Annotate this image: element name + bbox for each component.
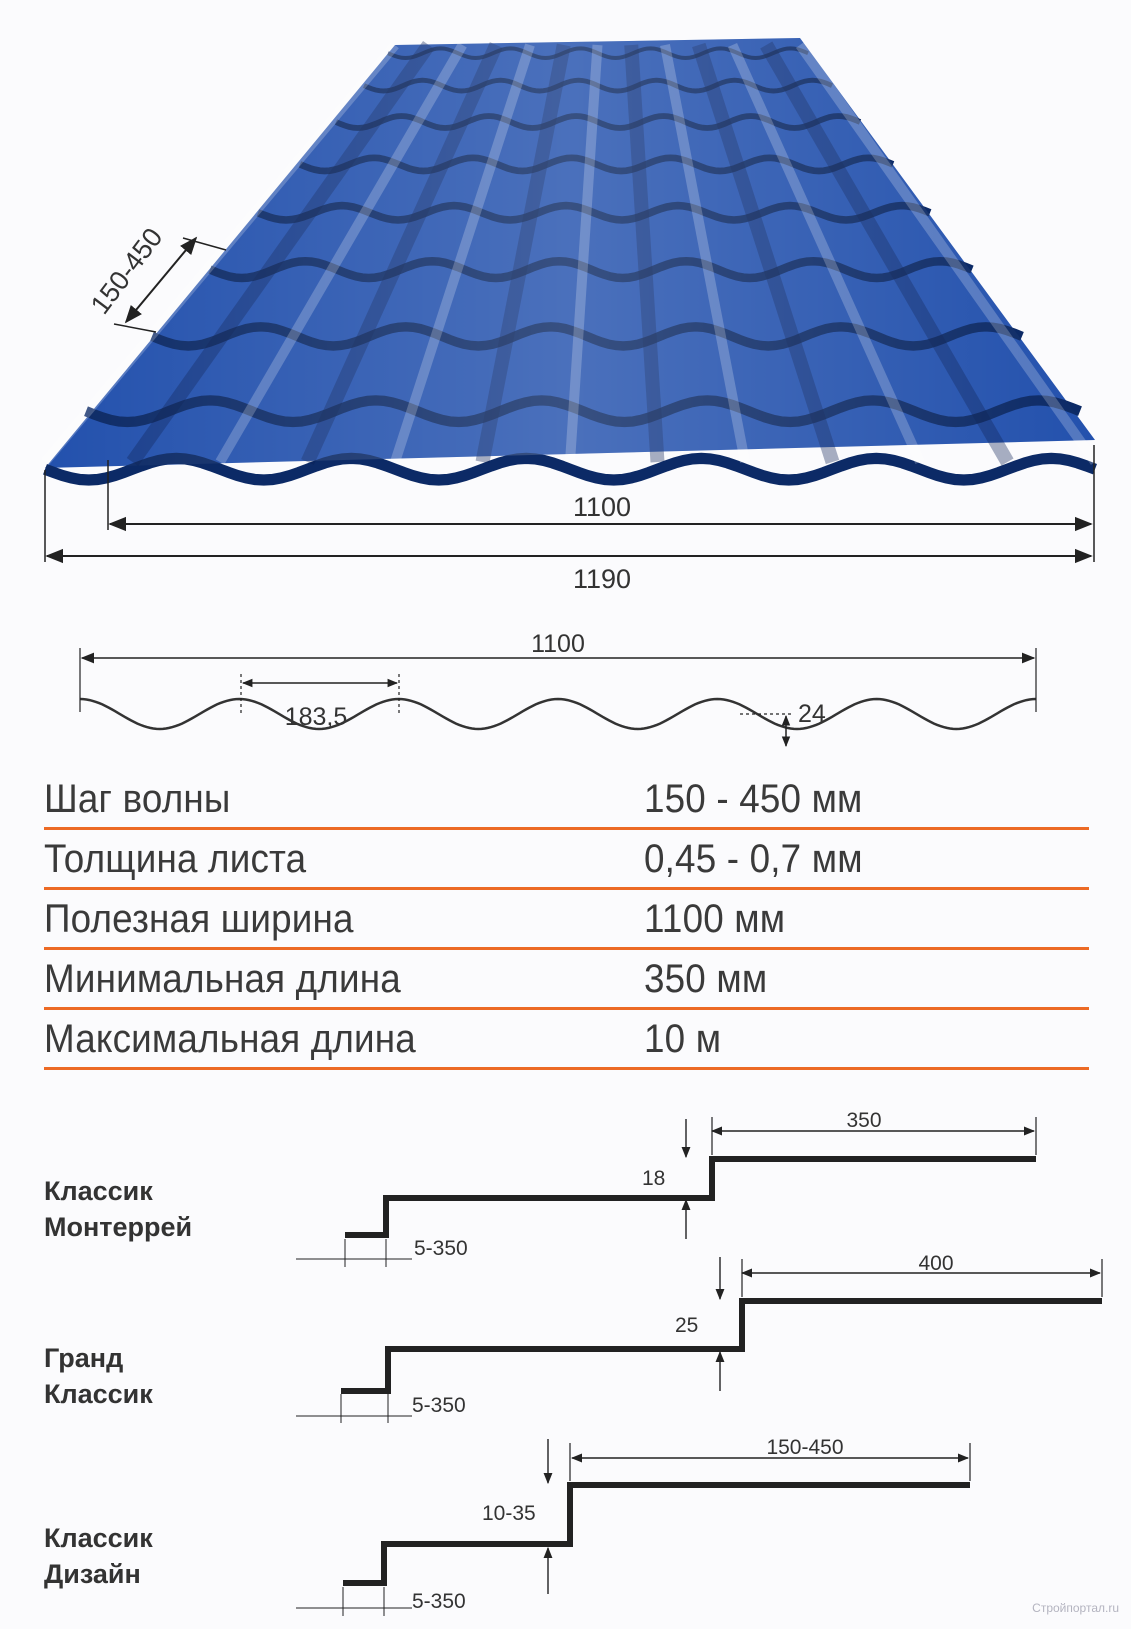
profile-name-line: Классик bbox=[44, 1523, 153, 1553]
spec-label: Максимальная длина bbox=[44, 1017, 416, 1061]
step-length-label: 350 bbox=[846, 1109, 881, 1132]
spec-divider bbox=[44, 827, 1089, 830]
spec-row-thickness: Толщина листа 0,45 - 0,7 мм bbox=[44, 830, 1089, 890]
spec-value: 1100 мм bbox=[644, 897, 786, 941]
spec-divider bbox=[44, 947, 1089, 950]
step-offset-label: 5-350 bbox=[412, 1394, 466, 1417]
profile-name-grand-classic: Гранд Классик bbox=[44, 1340, 153, 1412]
spec-label: Толщина листа bbox=[44, 837, 307, 881]
spec-list: Шаг волны 150 - 450 мм Толщина листа 0,4… bbox=[0, 770, 1131, 1090]
profile-name-line: Классик bbox=[44, 1176, 153, 1206]
wave-step-label: 150-450 bbox=[85, 222, 169, 319]
profile-width-label: 1100 bbox=[531, 630, 585, 658]
step-length-label: 400 bbox=[918, 1252, 953, 1275]
spec-row-max-length: Максимальная длина 10 м bbox=[44, 1010, 1089, 1070]
profile-name-classic-monterrey: Классик Монтеррей bbox=[44, 1173, 192, 1245]
spec-value: 150 - 450 мм bbox=[644, 777, 863, 821]
profile-name-line: Дизайн bbox=[44, 1559, 141, 1589]
spec-row-wave-step: Шаг волны 150 - 450 мм bbox=[44, 770, 1089, 830]
watermark: Стройпортал.ru bbox=[1032, 1601, 1119, 1615]
step-profile-grand-classic: 400 25 5-350 bbox=[296, 1252, 1103, 1423]
spec-divider bbox=[44, 1067, 1089, 1070]
step-profiles-diagram: 350 18 5-350 400 25 5-350 150-450 10-35 bbox=[296, 1109, 1103, 1616]
total-width-label: 1190 bbox=[573, 564, 631, 594]
roof-sheet-image bbox=[41, 38, 1100, 486]
step-length-label: 150-450 bbox=[766, 1436, 843, 1459]
profile-name-line: Классик bbox=[44, 1379, 153, 1409]
spec-value: 10 м bbox=[644, 1017, 722, 1061]
spec-label: Минимальная длина bbox=[44, 957, 401, 1001]
spec-label: Шаг волны bbox=[44, 777, 231, 821]
spec-value: 0,45 - 0,7 мм bbox=[644, 837, 863, 881]
wave-pitch-label: 183,5 bbox=[285, 703, 348, 731]
step-height-label: 18 bbox=[642, 1167, 665, 1190]
profile-name-classic-design: Классик Дизайн bbox=[44, 1520, 153, 1592]
step-offset-label: 5-350 bbox=[414, 1237, 468, 1260]
spec-row-min-length: Минимальная длина 350 мм bbox=[44, 950, 1089, 1010]
wave-profile-line bbox=[79, 697, 1037, 731]
roof-sheet-diagram: 150-450 1100 1190 1100 183,5 24 bbox=[41, 38, 1100, 748]
profile-name-line: Монтеррей bbox=[44, 1212, 193, 1242]
spec-value: 350 мм bbox=[644, 957, 768, 1001]
step-offset-label: 5-350 bbox=[412, 1590, 466, 1613]
profile-name-line: Гранд bbox=[44, 1343, 124, 1373]
spec-label: Полезная ширина bbox=[44, 897, 354, 941]
spec-row-useful-width: Полезная ширина 1100 мм bbox=[44, 890, 1089, 950]
spec-divider bbox=[44, 887, 1089, 890]
tile-wave-shade bbox=[41, 41, 399, 466]
step-profile-monterrey: 350 18 5-350 bbox=[296, 1109, 1037, 1267]
useful-width-label: 1100 bbox=[573, 492, 631, 522]
sheet-width-dimensions: 1100 1190 bbox=[44, 445, 1095, 594]
step-height-label: 10-35 bbox=[482, 1502, 536, 1525]
wave-height-label: 24 bbox=[798, 700, 826, 728]
wave-profile-section: 1100 183,5 24 bbox=[79, 630, 1037, 748]
spec-divider bbox=[44, 1007, 1089, 1010]
step-profile-classic-design: 150-450 10-35 5-350 bbox=[296, 1436, 971, 1616]
tile-step-edge bbox=[43, 452, 1097, 486]
step-height-label: 25 bbox=[675, 1314, 698, 1337]
